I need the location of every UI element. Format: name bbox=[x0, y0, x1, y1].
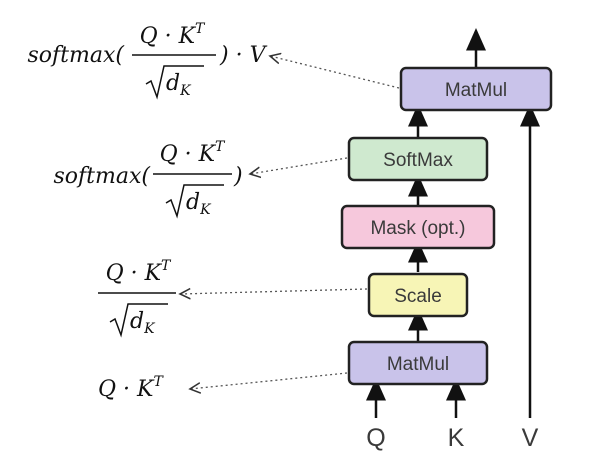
block-mask-label: Mask (opt.) bbox=[370, 218, 465, 239]
formula-scaled-num-sup: T bbox=[161, 258, 172, 274]
block-softmax-box bbox=[347, 136, 489, 182]
flow-arrows bbox=[366, 28, 540, 418]
block-matmul-top: MatMul bbox=[399, 66, 553, 112]
block-mask: Mask (opt.) bbox=[340, 204, 496, 250]
block-matmul-bottom-box bbox=[347, 340, 489, 386]
formula-output-den-text: d bbox=[166, 71, 180, 96]
leader-matmul bbox=[190, 372, 348, 389]
formula-output-numerator: Q · KT bbox=[140, 21, 206, 49]
block-mask-box bbox=[340, 204, 496, 250]
dotted-leaders bbox=[180, 56, 400, 389]
formula-scaled-den-sub: K bbox=[143, 321, 156, 337]
formula-qk-sup: T bbox=[153, 374, 164, 390]
formula-softmax-num-text: Q · K bbox=[160, 142, 217, 167]
formula-softmax-prefix: softmax( bbox=[54, 164, 151, 189]
formula-softmax-num-sup: T bbox=[215, 139, 226, 155]
block-softmax: SoftMax bbox=[347, 136, 489, 182]
block-matmul-bottom: MatMul bbox=[347, 340, 489, 386]
formula-scaled-num-text: Q · K bbox=[106, 261, 163, 286]
leader-softmax bbox=[250, 157, 348, 174]
input-k-label: K bbox=[448, 424, 465, 452]
leader-scale bbox=[180, 289, 368, 294]
formula-output: softmax( Q · KT dK ) · V bbox=[28, 21, 268, 100]
formula-softmax-den-text: d bbox=[186, 190, 200, 215]
block-matmul-top-label: MatMul bbox=[445, 80, 507, 101]
formula-output-num-sup: T bbox=[195, 21, 206, 37]
formula-qk: Q · KT bbox=[98, 374, 164, 402]
formula-scaled: Q · KT dK bbox=[98, 258, 176, 338]
formula-scaled-denominator: dK bbox=[130, 309, 156, 337]
formula-output-suffix: ) · V bbox=[219, 43, 268, 68]
formula-qk-text: Q · KT bbox=[98, 374, 164, 402]
formula-output-prefix: softmax( bbox=[28, 43, 125, 68]
block-scale-label: Scale bbox=[394, 286, 442, 307]
block-matmul-bottom-label: MatMul bbox=[387, 354, 449, 375]
formula-softmax-numerator: Q · KT bbox=[160, 139, 226, 167]
formula-output-den-sub: K bbox=[179, 83, 192, 99]
formula-softmax-suffix: ) bbox=[233, 164, 243, 189]
block-softmax-label: SoftMax bbox=[383, 150, 453, 171]
block-matmul-top-box bbox=[399, 66, 553, 112]
leader-output bbox=[270, 56, 400, 89]
input-v-label: V bbox=[522, 424, 539, 452]
formula-scaled-sqrt bbox=[109, 303, 168, 338]
formula-output-sqrt bbox=[145, 65, 204, 100]
formula-output-num-text: Q · K bbox=[140, 24, 197, 49]
formula-softmax-den-sub: K bbox=[199, 202, 212, 218]
formula-scaled-numerator: Q · KT bbox=[106, 258, 172, 286]
input-q-label: Q bbox=[366, 424, 385, 452]
formula-softmax-sqrt bbox=[165, 184, 224, 219]
formula-softmax: softmax( Q · KT dK ) bbox=[54, 139, 243, 219]
formula-qk-main: Q · K bbox=[98, 377, 155, 402]
block-scale: Scale bbox=[367, 272, 469, 318]
block-scale-box bbox=[367, 272, 469, 318]
formula-scaled-den-text: d bbox=[130, 309, 144, 334]
formula-softmax-denominator: dK bbox=[186, 190, 212, 218]
formula-output-denominator: dK bbox=[166, 71, 192, 99]
